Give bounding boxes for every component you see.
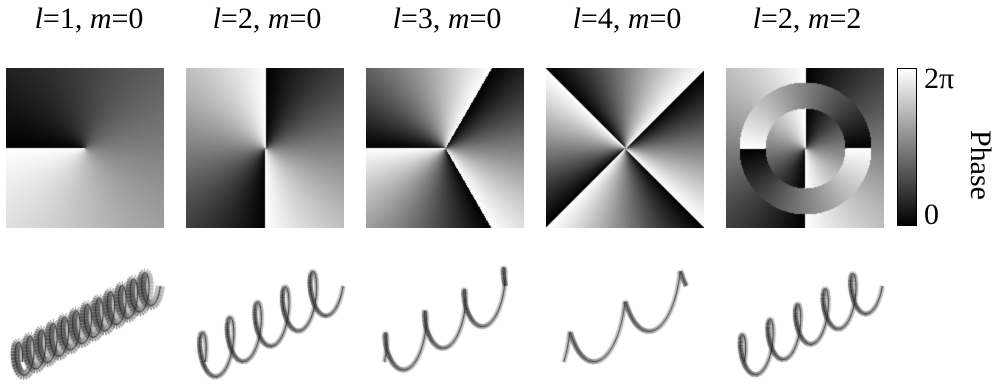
l-value: =3, xyxy=(401,2,448,35)
m-value: =0 xyxy=(470,2,502,35)
panel-label-5: l=2, m=2 xyxy=(722,2,892,36)
phase-map-l4-m0 xyxy=(546,68,704,228)
phase-colorbar xyxy=(897,68,917,226)
phase-map-l2-m0 xyxy=(186,68,344,228)
m-value: =0 xyxy=(290,2,322,35)
m-symbol: m xyxy=(268,2,290,35)
l-value: =4, xyxy=(581,2,628,35)
l-symbol: l xyxy=(393,2,401,35)
l-symbol: l xyxy=(35,2,43,35)
l-value: =2, xyxy=(221,2,268,35)
phase-map-l1-m0 xyxy=(6,68,164,228)
m-symbol: m xyxy=(90,2,112,35)
colorbar-max-label: 2π xyxy=(924,62,954,96)
m-value: =0 xyxy=(112,2,144,35)
l-symbol: l xyxy=(213,2,221,35)
helix-l2-m2 xyxy=(722,264,892,390)
m-symbol: m xyxy=(628,2,650,35)
m-symbol: m xyxy=(808,2,830,35)
m-value: =2 xyxy=(830,2,862,35)
l-symbol: l xyxy=(573,2,581,35)
panel-label-1: l=1, m=0 xyxy=(4,2,174,36)
panel-label-2: l=2, m=0 xyxy=(182,2,352,36)
l-symbol: l xyxy=(753,2,761,35)
panel-label-3: l=3, m=0 xyxy=(362,2,532,36)
helix-l4-m0 xyxy=(542,264,712,390)
colorbar-title: Phase xyxy=(963,115,996,215)
panel-label-4: l=4, m=0 xyxy=(542,2,712,36)
phase-map-l3-m0 xyxy=(366,68,524,228)
phase-map-l2-m2 xyxy=(726,68,884,228)
helix-l2-m0 xyxy=(182,264,352,390)
helix-l1-m0 xyxy=(2,264,172,390)
l-value: =2, xyxy=(761,2,808,35)
helix-l3-m0 xyxy=(362,264,532,390)
l-value: =1, xyxy=(43,2,90,35)
colorbar-min-label: 0 xyxy=(924,198,939,232)
m-value: =0 xyxy=(650,2,682,35)
m-symbol: m xyxy=(448,2,470,35)
